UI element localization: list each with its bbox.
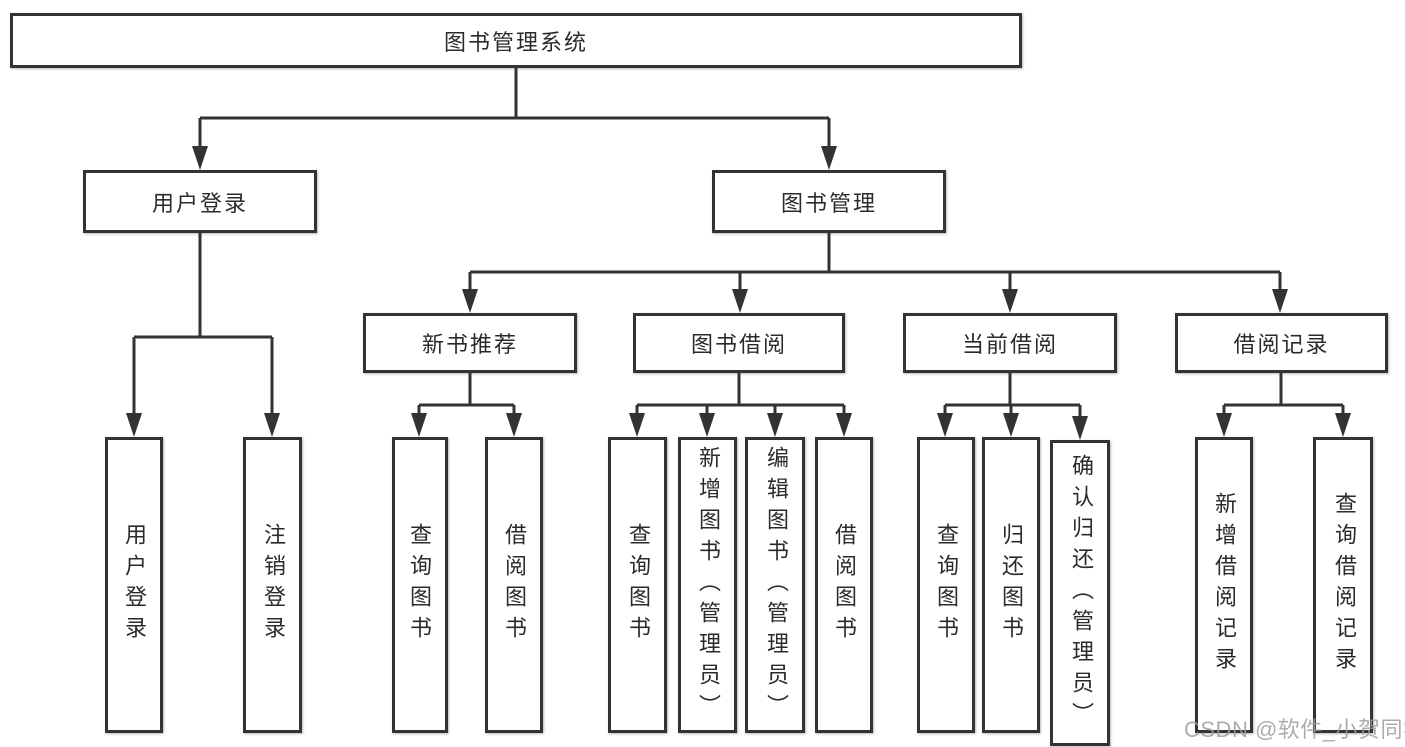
node-book-borrowing: 图书借阅 [633,313,845,373]
node-library-system: 图书管理系统 [10,13,1022,68]
edge-borrowing-to-leaves [635,373,846,415]
node-current-borrowing: 当前借阅 [903,313,1117,373]
leaf-current-query-books: 查询图书 [917,437,975,733]
leaf-records-add-record: 新增借阅记录 [1195,437,1253,733]
leaf-current-return-books: 归还图书 [982,437,1040,733]
leaf-recommend-query-books: 查询图书 [392,437,448,733]
edge-mgmt-to-level3 [468,233,1282,291]
edge-current-to-leaves [943,373,1082,418]
leaf-borrowing-query-books: 查询图书 [608,437,667,733]
node-book-management: 图书管理 [712,170,946,233]
leaf-borrowing-borrow-books: 借阅图书 [815,437,873,733]
leaf-borrowing-edit-books-admin: 编辑图书（管理员） [745,437,805,733]
edge-root-to-level2 [198,68,831,148]
edge-login-to-leaves [132,233,274,415]
leaf-recommend-borrow-books: 借阅图书 [485,437,543,733]
node-user-login: 用户登录 [83,170,317,233]
node-borrowing-records: 借阅记录 [1175,313,1388,373]
leaf-borrowing-add-books-admin: 新增图书（管理员） [678,437,737,733]
arrowheads [126,146,1351,440]
leaf-user-login: 用户登录 [105,437,163,733]
leaf-logout: 注销登录 [243,437,302,733]
leaf-records-query-record: 查询借阅记录 [1313,437,1373,733]
edge-records-to-leaves [1222,373,1345,415]
edge-recommend-to-leaves [417,373,516,415]
watermark: CSDN @软件_小贺同学 [1184,717,1405,742]
leaf-current-confirm-return-admin: 确认归还（管理员） [1050,440,1110,746]
node-new-book-recommend: 新书推荐 [363,313,577,373]
